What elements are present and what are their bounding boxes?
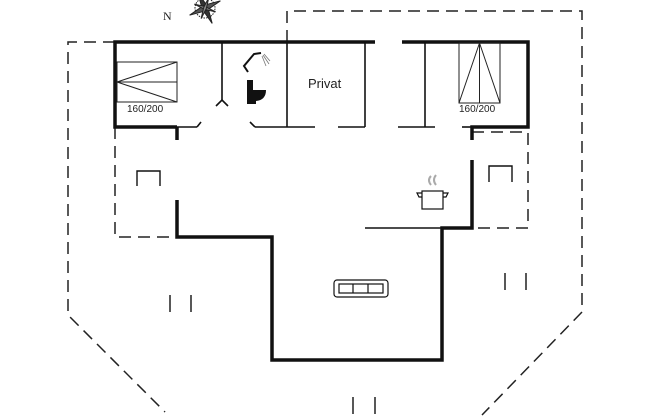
private-room-label: Privat [308,76,342,91]
sofa-icon [333,279,389,298]
door-markers [136,165,527,414]
bed-size-right: 160/200 [459,104,496,115]
bed-right-icon [458,41,501,104]
bed-size-left: 160/200 [127,104,164,115]
exterior-walls [113,40,530,362]
interior-walls [177,42,472,229]
terrace-outline [67,10,583,416]
compass-rose-icon [189,0,221,24]
shower-icon [242,52,271,73]
toilet-icon [247,80,266,104]
bed-left-icon [115,61,178,103]
kitchen-pot-icon [416,174,449,210]
north-label: N [163,9,172,23]
